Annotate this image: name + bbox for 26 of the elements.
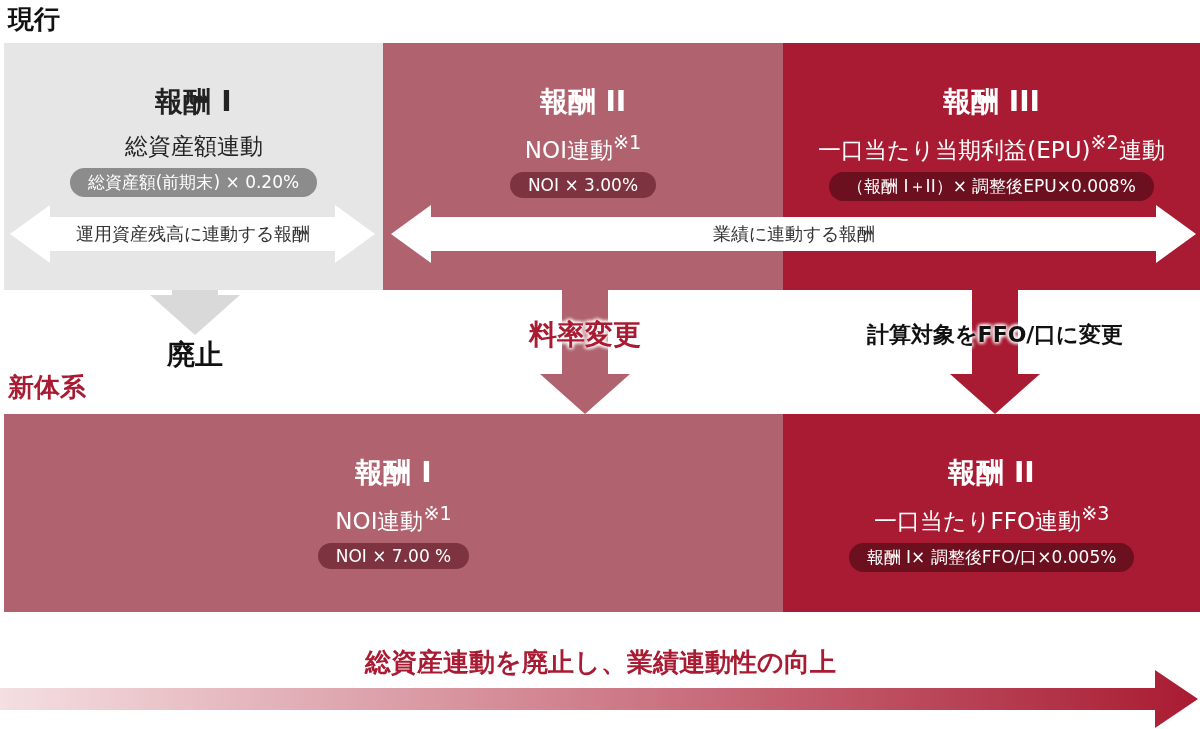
fee-heading: 報酬 III <box>943 84 1040 120</box>
fee-panel <box>783 414 1200 612</box>
formula-label: （報酬 I＋II）× 調整後EPU×0.008% <box>829 171 1154 201</box>
fee-basis: NOI連動$^{※1}$ <box>335 502 452 536</box>
fee-basis: 一口当たり当期利益(EPU)$^{※2}$連動 <box>818 131 1165 165</box>
down-arrow <box>150 290 240 335</box>
fee-basis: 一口当たりFFO連動$^{※3}$ <box>873 502 1110 536</box>
fee-basis: 総資産額連動 <box>124 132 263 161</box>
fee-heading: 報酬 II <box>948 455 1035 491</box>
fee-heading: 報酬 II <box>539 84 627 120</box>
section-heading: 新体系 <box>8 371 86 404</box>
fee-panel <box>4 414 783 612</box>
arrow-label: 業績に連動する報酬 <box>712 222 875 246</box>
formula-label: 報酬 I× 調整後FFO/口×0.005% <box>848 542 1135 572</box>
section-heading: 現行 <box>8 3 60 36</box>
fee-heading: 報酬 I <box>355 455 432 491</box>
formula-label: NOI × 7.00 % <box>317 542 470 569</box>
edge-label: 廃止 <box>167 337 223 373</box>
formula-label: NOI × 3.00% <box>509 171 657 198</box>
summary-text: 総資産連動を廃止し、業績連動性の向上 <box>364 646 836 679</box>
down-arrow <box>540 290 630 414</box>
fee-heading: 報酬 I <box>155 84 232 120</box>
arrow-label: 運用資産残高に連動する報酬 <box>75 222 310 246</box>
formula-label: 総資産額(前期末) × 0.20% <box>69 168 318 197</box>
fee-basis: NOI連動$^{※1}$ <box>524 131 642 165</box>
fee-panel <box>4 43 383 290</box>
